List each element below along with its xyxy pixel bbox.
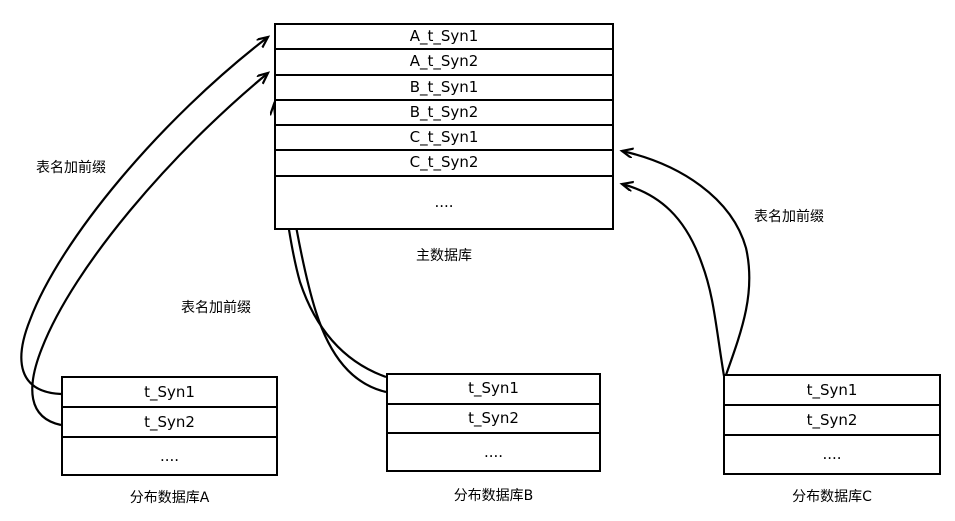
edge-label-shard-b: 表名加前缀 <box>181 300 251 316</box>
main-db-row: C_t_Syn1 <box>276 126 612 152</box>
main-database-table: A_t_Syn1 A_t_Syn2 B_t_Syn1 B_t_Syn2 C_t_… <box>274 23 614 230</box>
main-db-row: B_t_Syn1 <box>276 76 612 101</box>
main-db-row: .... <box>434 192 454 211</box>
shard-c-row: t_Syn2 <box>725 406 939 436</box>
shard-a-row: t_Syn1 <box>63 378 276 408</box>
shard-a-row: t_Syn2 <box>63 408 276 438</box>
shard-b-row: .... <box>483 442 504 461</box>
edge-label-shard-c: 表名加前缀 <box>754 209 824 225</box>
shard-c-row: .... <box>822 444 842 463</box>
connector-shard-a-row2 <box>31 73 268 427</box>
main-db-row: C_t_Syn2 <box>276 151 612 177</box>
shard-b-row: t_Syn2 <box>388 405 599 435</box>
shard-c-table: t_Syn1 t_Syn2 .... <box>723 374 941 475</box>
shard-c-row: t_Syn1 <box>725 376 939 406</box>
connector-shard-c-row1 <box>622 151 751 376</box>
main-db-row: A_t_Syn2 <box>276 50 612 76</box>
shard-b-row: t_Syn1 <box>388 375 599 405</box>
main-db-row: A_t_Syn1 <box>276 25 612 51</box>
connector-shard-a-row1 <box>20 37 268 396</box>
shard-a-table: t_Syn1 t_Syn2 .... <box>61 376 278 476</box>
edge-label-shard-a: 表名加前缀 <box>36 160 106 176</box>
main-db-row: B_t_Syn2 <box>276 101 612 127</box>
shard-b-table: t_Syn1 t_Syn2 .... <box>386 373 601 472</box>
shard-b-caption: 分布数据库B <box>453 488 534 504</box>
shard-a-row: .... <box>159 446 180 465</box>
connector-shard-c-row2 <box>622 184 726 377</box>
main-database-caption: 主数据库 <box>416 248 472 264</box>
shard-c-caption: 分布数据库C <box>792 489 872 505</box>
shard-a-caption: 分布数据库A <box>129 490 210 506</box>
